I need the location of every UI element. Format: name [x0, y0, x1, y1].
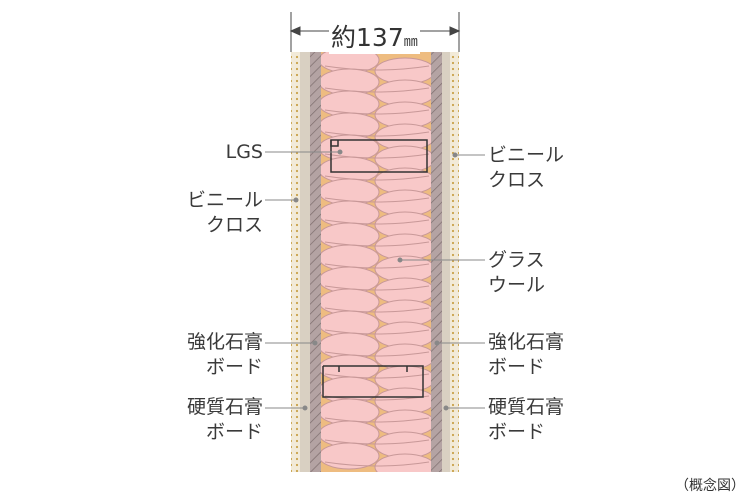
label-left-reinforced-gypsum: 強化石膏 ボード	[163, 330, 263, 380]
label-lgs: LGS	[205, 140, 263, 165]
insulation-fold-line	[324, 373, 430, 379]
insulation-fold-line	[324, 461, 430, 467]
label-right-reinforced-gypsum-line2: ボード	[488, 356, 546, 378]
insulation-fold-line	[324, 219, 430, 225]
label-lgs-text: LGS	[225, 141, 263, 163]
insulation-fold-line	[324, 351, 430, 357]
label-left-vinyl-cloth-line1: ビニール	[186, 189, 263, 211]
label-left-reinforced-gypsum-line2: ボード	[205, 356, 263, 378]
insulation-fold-line	[324, 417, 430, 423]
conceptual-diagram-note: （概念図）	[675, 478, 745, 494]
insulation-fold-line	[324, 439, 430, 445]
dimension-prefix: 約	[331, 23, 357, 52]
insulation-fold-line	[324, 87, 430, 93]
label-left-vinyl-cloth-line2: クロス	[205, 214, 263, 236]
right-reinforced-gypsum-board	[431, 52, 442, 472]
label-right-vinyl-cloth-line1: ビニール	[488, 144, 565, 166]
dimension-value: 137	[356, 23, 404, 52]
insulation-lobe	[374, 453, 431, 472]
insulation-fold-line	[324, 263, 430, 269]
left-vinyl-cloth	[291, 52, 300, 472]
insulation-fold-line	[324, 307, 430, 313]
label-left-hard-gypsum: 硬質石膏 ボード	[163, 395, 263, 445]
label-left-hard-gypsum-line2: ボード	[205, 421, 263, 443]
insulation-fold-line	[324, 329, 430, 335]
label-left-reinforced-gypsum-line1: 強化石膏	[186, 331, 263, 353]
left-reinforced-gypsum-board	[310, 52, 321, 472]
leader-lines	[265, 149, 485, 411]
label-right-hard-gypsum: 硬質石膏 ボード	[488, 395, 564, 445]
label-right-glass-wool: グラス ウール	[488, 248, 545, 298]
glass-wool-insulation	[321, 52, 431, 472]
left-hard-gypsum-board	[300, 52, 310, 472]
insulation-fold-line	[324, 109, 430, 115]
insulation-fold-line	[324, 241, 430, 247]
label-right-reinforced-gypsum: 強化石膏 ボード	[488, 330, 564, 380]
label-right-vinyl-cloth-line2: クロス	[488, 169, 546, 191]
dimension-unit: ㎜	[403, 34, 418, 50]
label-right-hard-gypsum-line1: 硬質石膏	[488, 396, 565, 418]
insulation-fold-line	[324, 65, 430, 71]
label-right-reinforced-gypsum-line1: 強化石膏	[488, 331, 565, 353]
right-vinyl-cloth	[450, 52, 459, 472]
lgs-stud-lower	[322, 365, 424, 398]
insulation-fold-line	[324, 131, 430, 137]
label-left-vinyl-cloth: ビニール クロス	[170, 188, 263, 238]
lgs-stud-upper	[330, 139, 428, 173]
dimension-label: 約137㎜	[329, 18, 420, 54]
insulation-fold-line	[324, 285, 430, 291]
insulation-fold-line	[324, 197, 430, 203]
label-right-hard-gypsum-line2: ボード	[488, 421, 546, 443]
label-right-glass-wool-line1: グラス	[488, 249, 545, 271]
label-left-hard-gypsum-line1: 硬質石膏	[186, 396, 263, 418]
right-hard-gypsum-board	[442, 52, 450, 472]
label-right-vinyl-cloth: ビニール クロス	[488, 143, 564, 193]
insulation-fold-line	[324, 175, 430, 181]
label-right-glass-wool-line2: ウール	[488, 274, 546, 296]
insulation-fold-line	[324, 153, 430, 159]
